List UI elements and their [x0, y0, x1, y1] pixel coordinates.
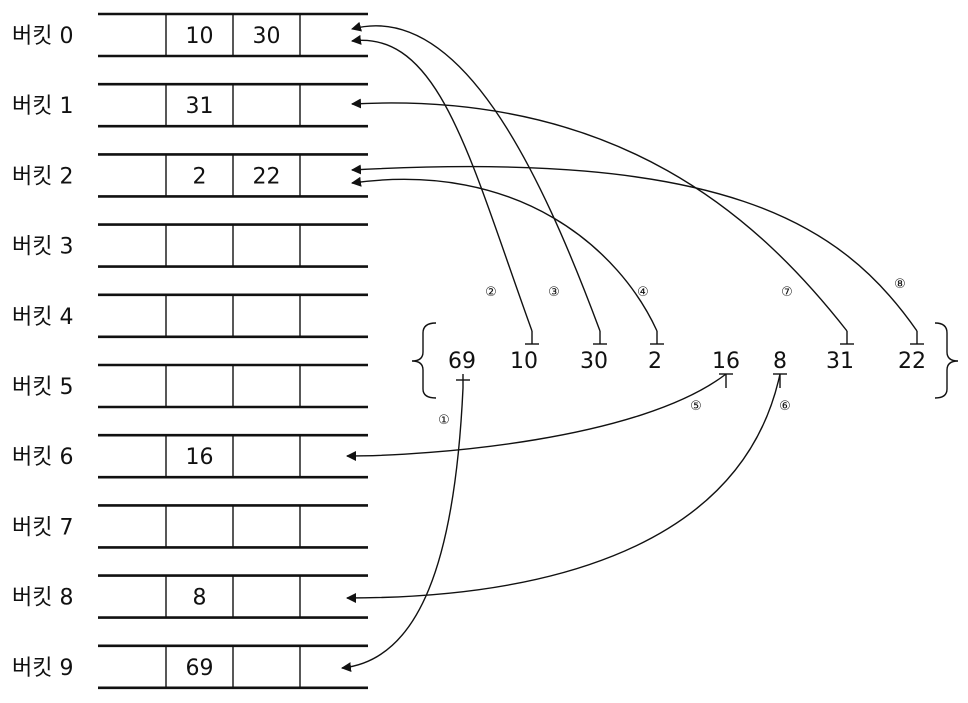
bucket-8: 버킷 8 8: [12, 574, 368, 619]
step-label: ④: [637, 285, 649, 300]
bucket-label: 버킷 7: [12, 515, 73, 540]
bucket-7: 버킷 7: [12, 504, 368, 549]
insertion-arrow: [351, 176, 658, 332]
sequence-value: 69: [448, 349, 476, 374]
bucket-label: 버킷 8: [12, 586, 73, 611]
sequence-value: 16: [712, 349, 740, 374]
insertion-arrows: [341, 21, 918, 673]
bucket-cell: 2: [193, 164, 207, 189]
bucket-6: 버킷 6 16: [12, 433, 368, 479]
step-label: ⑦: [781, 285, 793, 300]
step-label: ①: [438, 413, 450, 428]
bucket-9: 버킷 9 69: [12, 644, 368, 690]
bucket-cell: 30: [253, 24, 281, 49]
bucket-4: 버킷 4: [12, 293, 368, 339]
bucket-3: 버킷 3: [12, 223, 368, 268]
bucket-5: 버킷 5: [12, 363, 368, 409]
insertion-arrow: [351, 98, 848, 332]
step-label: ⑥: [779, 399, 791, 414]
bucket-label: 버킷 1: [12, 94, 73, 119]
sequence-value: 8: [773, 349, 787, 374]
sequence-value: 30: [580, 349, 608, 374]
insertion-arrow: [341, 387, 464, 673]
bucket-1: 버킷 1 31: [12, 82, 368, 128]
sequence-value: 2: [648, 349, 662, 374]
insertion-arrow: [351, 164, 918, 332]
bucket-cell: 22: [253, 164, 281, 189]
sequence-value: 31: [826, 349, 854, 374]
bucket-cell: 69: [186, 656, 214, 681]
step-label: ③: [548, 285, 560, 300]
bucket-label: 버킷 9: [12, 656, 73, 681]
step-label: ⑧: [894, 277, 906, 292]
bucket-cell: 16: [186, 445, 214, 470]
bucket-cell: 8: [193, 586, 207, 611]
insertion-arrow: [346, 373, 727, 461]
left-brace: [411, 322, 437, 399]
bucket-label: 버킷 3: [12, 235, 73, 260]
bucket-0: 버킷 0 10 30: [12, 12, 368, 58]
bucket-label: 버킷 2: [12, 164, 73, 189]
bucket-cell: 10: [186, 24, 214, 49]
bucket-label: 버킷 5: [12, 375, 73, 400]
step-labels: ① ② ③ ④ ⑤ ⑥ ⑦ ⑧: [438, 277, 906, 428]
step-label: ⑤: [690, 399, 702, 414]
bucket-label: 버킷 6: [12, 445, 73, 470]
insertion-arrow: [346, 373, 781, 603]
input-sequence: 69 10 30 2 16 8 31 22: [411, 322, 959, 399]
insertion-arrow: [351, 21, 601, 332]
step-label: ②: [485, 285, 497, 300]
sequence-value: 22: [898, 349, 926, 374]
bucket-label: 버킷 0: [12, 24, 73, 49]
right-brace: [934, 322, 959, 399]
bucket-cell: 31: [186, 94, 214, 119]
bucket-label: 버킷 4: [12, 305, 73, 330]
sequence-value: 10: [510, 349, 538, 374]
insertion-arrow: [351, 34, 533, 332]
